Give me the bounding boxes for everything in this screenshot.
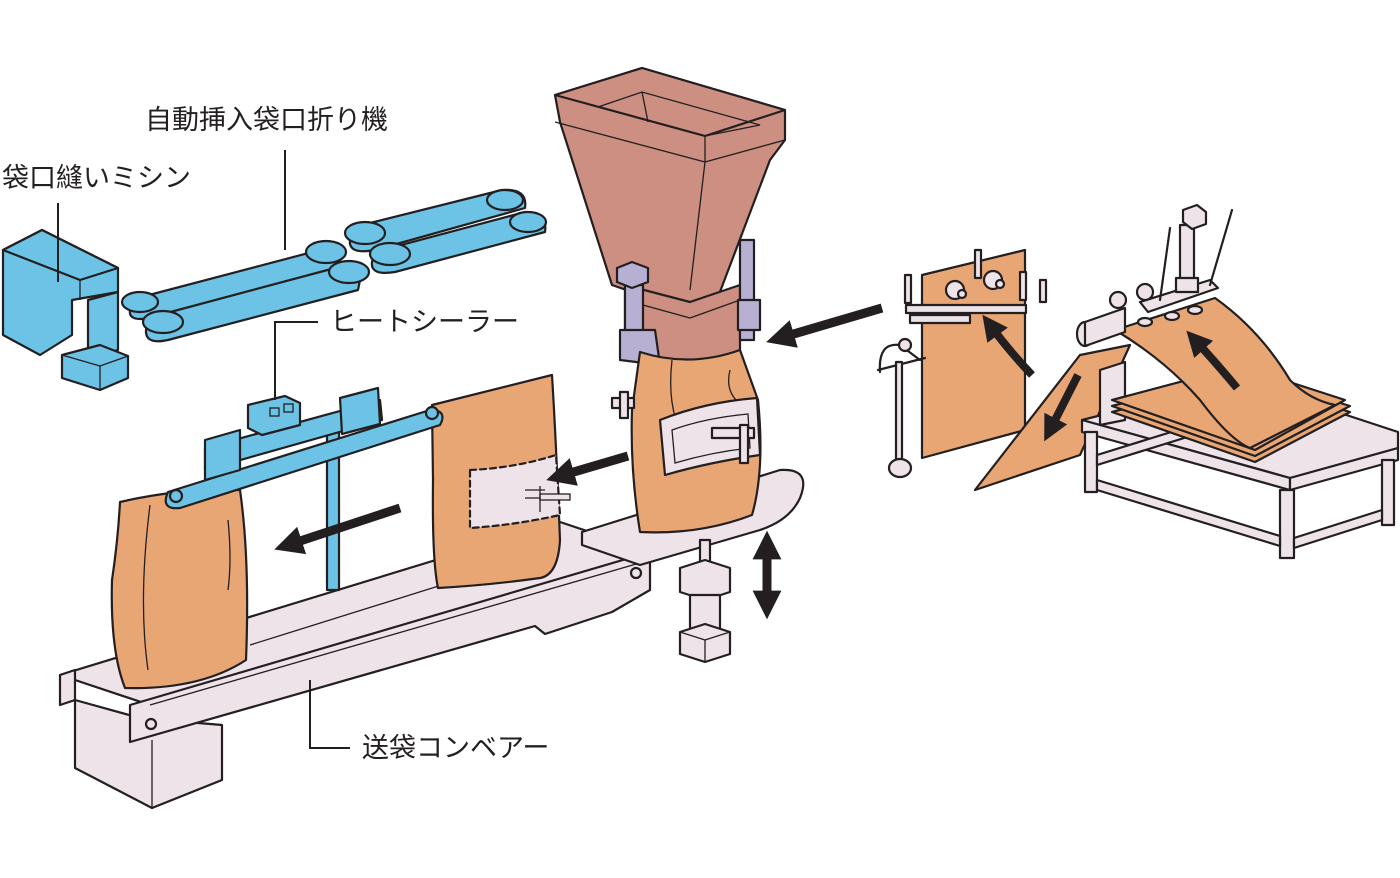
- arrow-flip-down-icon: [1044, 373, 1082, 442]
- bag-at-sealer: [430, 373, 571, 590]
- seal-label-area: [468, 453, 562, 530]
- arrow-feeder-up-icon: [982, 314, 1035, 378]
- flow-arrows: [274, 303, 1241, 555]
- arrow-pickup-from-stack-icon: [1186, 330, 1241, 391]
- label-conveyor: 送袋コンベアー: [309, 680, 549, 764]
- label-text: 自動挿入袋口折り機: [145, 105, 388, 136]
- lift-cylinder: [678, 530, 782, 664]
- auto-bag-mouth-folder: [120, 188, 548, 343]
- arrow-sealer-to-sewing-icon: [274, 503, 402, 555]
- label-text: 送袋コンベアー: [362, 733, 549, 764]
- label-text: 袋口縫いミシン: [2, 163, 191, 194]
- bag-sealed: [110, 488, 249, 690]
- arrow-feeder-to-filler-icon: [766, 303, 884, 348]
- heat-sealer: [164, 386, 444, 592]
- conveyor-bolt-icon: [144, 717, 158, 731]
- seal-mark-icon: [525, 486, 571, 512]
- label-text: ヒートシーラー: [330, 307, 519, 338]
- bag-clamp-band: [658, 396, 762, 477]
- clamp-rod: [710, 426, 756, 440]
- label-heat-sealer: ヒートシーラー: [274, 307, 519, 400]
- conveyor-bolt-icon: [629, 566, 643, 580]
- bag-mouth-sewing-machine: [1, 228, 130, 392]
- bag-being-filled: [610, 348, 762, 534]
- label-sewing-machine: 袋口縫いミシン: [2, 163, 191, 282]
- bag-stack-table: [1075, 203, 1400, 560]
- bag-feeder: [876, 248, 1132, 492]
- arrow-filler-to-sealer-icon: [546, 451, 630, 486]
- label-auto-folder: 自動挿入袋口折り機: [145, 105, 388, 250]
